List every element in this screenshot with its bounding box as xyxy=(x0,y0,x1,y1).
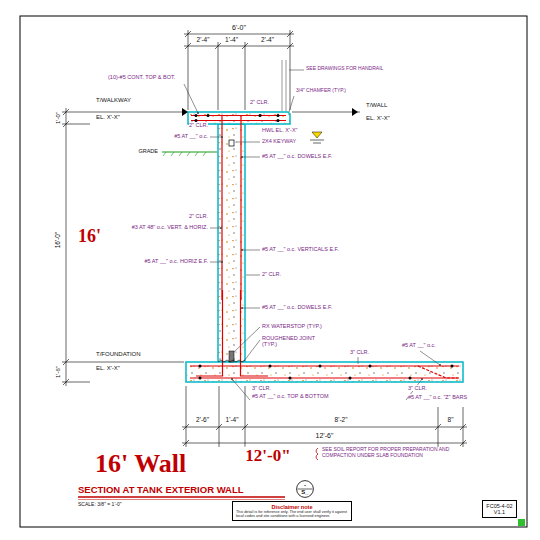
callout-text: #5 AT __" o.c. TOP & BOTTOM xyxy=(252,393,332,399)
callout-text: #5 AT __" o.c. HORIZ E.F. xyxy=(145,258,209,264)
elevation-text: EL. X'-X" xyxy=(366,115,390,122)
dimension-text: 16'-0" xyxy=(54,232,61,249)
bubble-circle xyxy=(297,481,314,498)
dimension-text: 2'-4" xyxy=(197,36,210,43)
callout-text: 2" CLR. xyxy=(189,122,208,128)
disclaimer-box: Disclaimer noteThis detail is for refere… xyxy=(232,501,352,521)
callout-text: #5 AT __" o.c. "Z" BARS xyxy=(408,394,467,400)
soil-note: SEE SOIL REPORT FOR PROPER PREPARATION A… xyxy=(322,447,472,459)
elevation-marker xyxy=(182,108,188,116)
concrete-outline xyxy=(186,112,463,382)
dimension-text: 1'-0" xyxy=(55,112,62,124)
callout-text: 3" CLR. xyxy=(252,385,271,391)
dimension-text: 8" xyxy=(448,416,454,423)
height-note: 16' xyxy=(78,226,101,247)
grade-hatch xyxy=(163,152,206,156)
dimension-text: 1'-4" xyxy=(226,416,239,423)
rebar-dots xyxy=(195,114,454,380)
callout-text: #5 AT __" o.c. VERTICALS E.F. xyxy=(262,246,339,252)
drawing-id-box: FC05-4-02V1.1 xyxy=(482,500,517,518)
title-underline xyxy=(78,499,285,500)
dimension-text: 2'-6" xyxy=(196,416,209,423)
sheet-border xyxy=(20,16,527,527)
callout-text: SEE DRAWINGS FOR HANDRAIL xyxy=(306,66,383,72)
scale-text: SCALE: 3/8" = 1'-0" xyxy=(78,502,122,508)
title-underline xyxy=(78,496,285,498)
leader-dots xyxy=(197,112,441,380)
disclaimer-text: This detail is for reference only. The e… xyxy=(236,510,348,519)
water-level-symbol xyxy=(312,132,322,138)
section-mark: - xyxy=(304,482,306,489)
elevation-text: T/WALL xyxy=(366,102,387,109)
dimension-text: 8'-2" xyxy=(335,416,348,423)
sheet-mark: S_ xyxy=(301,489,308,496)
elevation-text: EL. X'-X" xyxy=(96,365,120,372)
roughened-joint xyxy=(218,360,245,362)
disclaimer-heading: Disclaimer note xyxy=(236,504,348,510)
status-square xyxy=(518,519,525,526)
elevation-marker xyxy=(352,108,358,116)
callout-text: 3" CLR. xyxy=(408,385,427,391)
callout-text: 2" CLR. xyxy=(262,271,281,277)
callout-text: 2X4 KEYWAY xyxy=(262,138,296,144)
callout-text: 3/4" CHAMFER (TYP.) xyxy=(296,88,346,94)
callout-text: (10)-#5 CONT. TOP & BOT. xyxy=(108,74,180,80)
width-note: 12'-0" xyxy=(245,446,290,466)
note-brace xyxy=(316,448,318,460)
wall-height-heading: 16' Wall xyxy=(95,449,186,479)
elevation-text: T/WALKWAY xyxy=(96,97,131,104)
dimension-text: 6'-0" xyxy=(232,24,246,32)
dimension-text: 1'-6" xyxy=(55,366,62,378)
callout-text: 2" CLR. xyxy=(189,213,208,219)
dimension-text: 12'-6" xyxy=(316,432,334,440)
callout-text: #5 AT __" o.c. xyxy=(174,133,208,139)
rebar xyxy=(190,115,459,378)
handrail-post xyxy=(282,60,286,111)
keyway xyxy=(229,140,234,146)
callout-text: HWL EL. X'-X" xyxy=(262,127,298,133)
dimension-lines xyxy=(62,30,467,447)
drawing-number: FC05-4-02 xyxy=(486,503,513,509)
elevation-text: T/FOUNDATION xyxy=(96,351,141,358)
callout-text: #5 AT __" o.c. DOWELS E.F. xyxy=(262,153,332,159)
water-level-symbol xyxy=(310,140,324,143)
callout-text: #5 AT __" o.c. DOWELS E.F. xyxy=(262,304,332,310)
callout-text: RX WATERSTOP (TYP.) xyxy=(262,323,322,329)
dimension-text: 2'-4" xyxy=(261,36,274,43)
callout-text: 2" CLR. xyxy=(250,99,269,105)
leader-lines xyxy=(184,70,440,400)
callout-text: #5 AT __" o.c. xyxy=(402,342,436,348)
section-bubble: -S_ xyxy=(296,480,314,498)
callout-text: 3" CLR. xyxy=(350,349,369,355)
callout-text: ROUGHENED JOINT (TYP.) xyxy=(262,335,324,348)
callout-text: #3 AT 48" o.c. VERT. & HORIZ. xyxy=(132,224,208,230)
dimension-text: 1'-4" xyxy=(225,36,238,43)
revision-number: V1.1 xyxy=(486,509,513,515)
elevation-text: EL. X'-X" xyxy=(96,114,120,121)
section-title: SECTION AT TANK EXTERIOR WALL xyxy=(78,485,244,496)
grade-text: GRADE xyxy=(138,148,158,154)
